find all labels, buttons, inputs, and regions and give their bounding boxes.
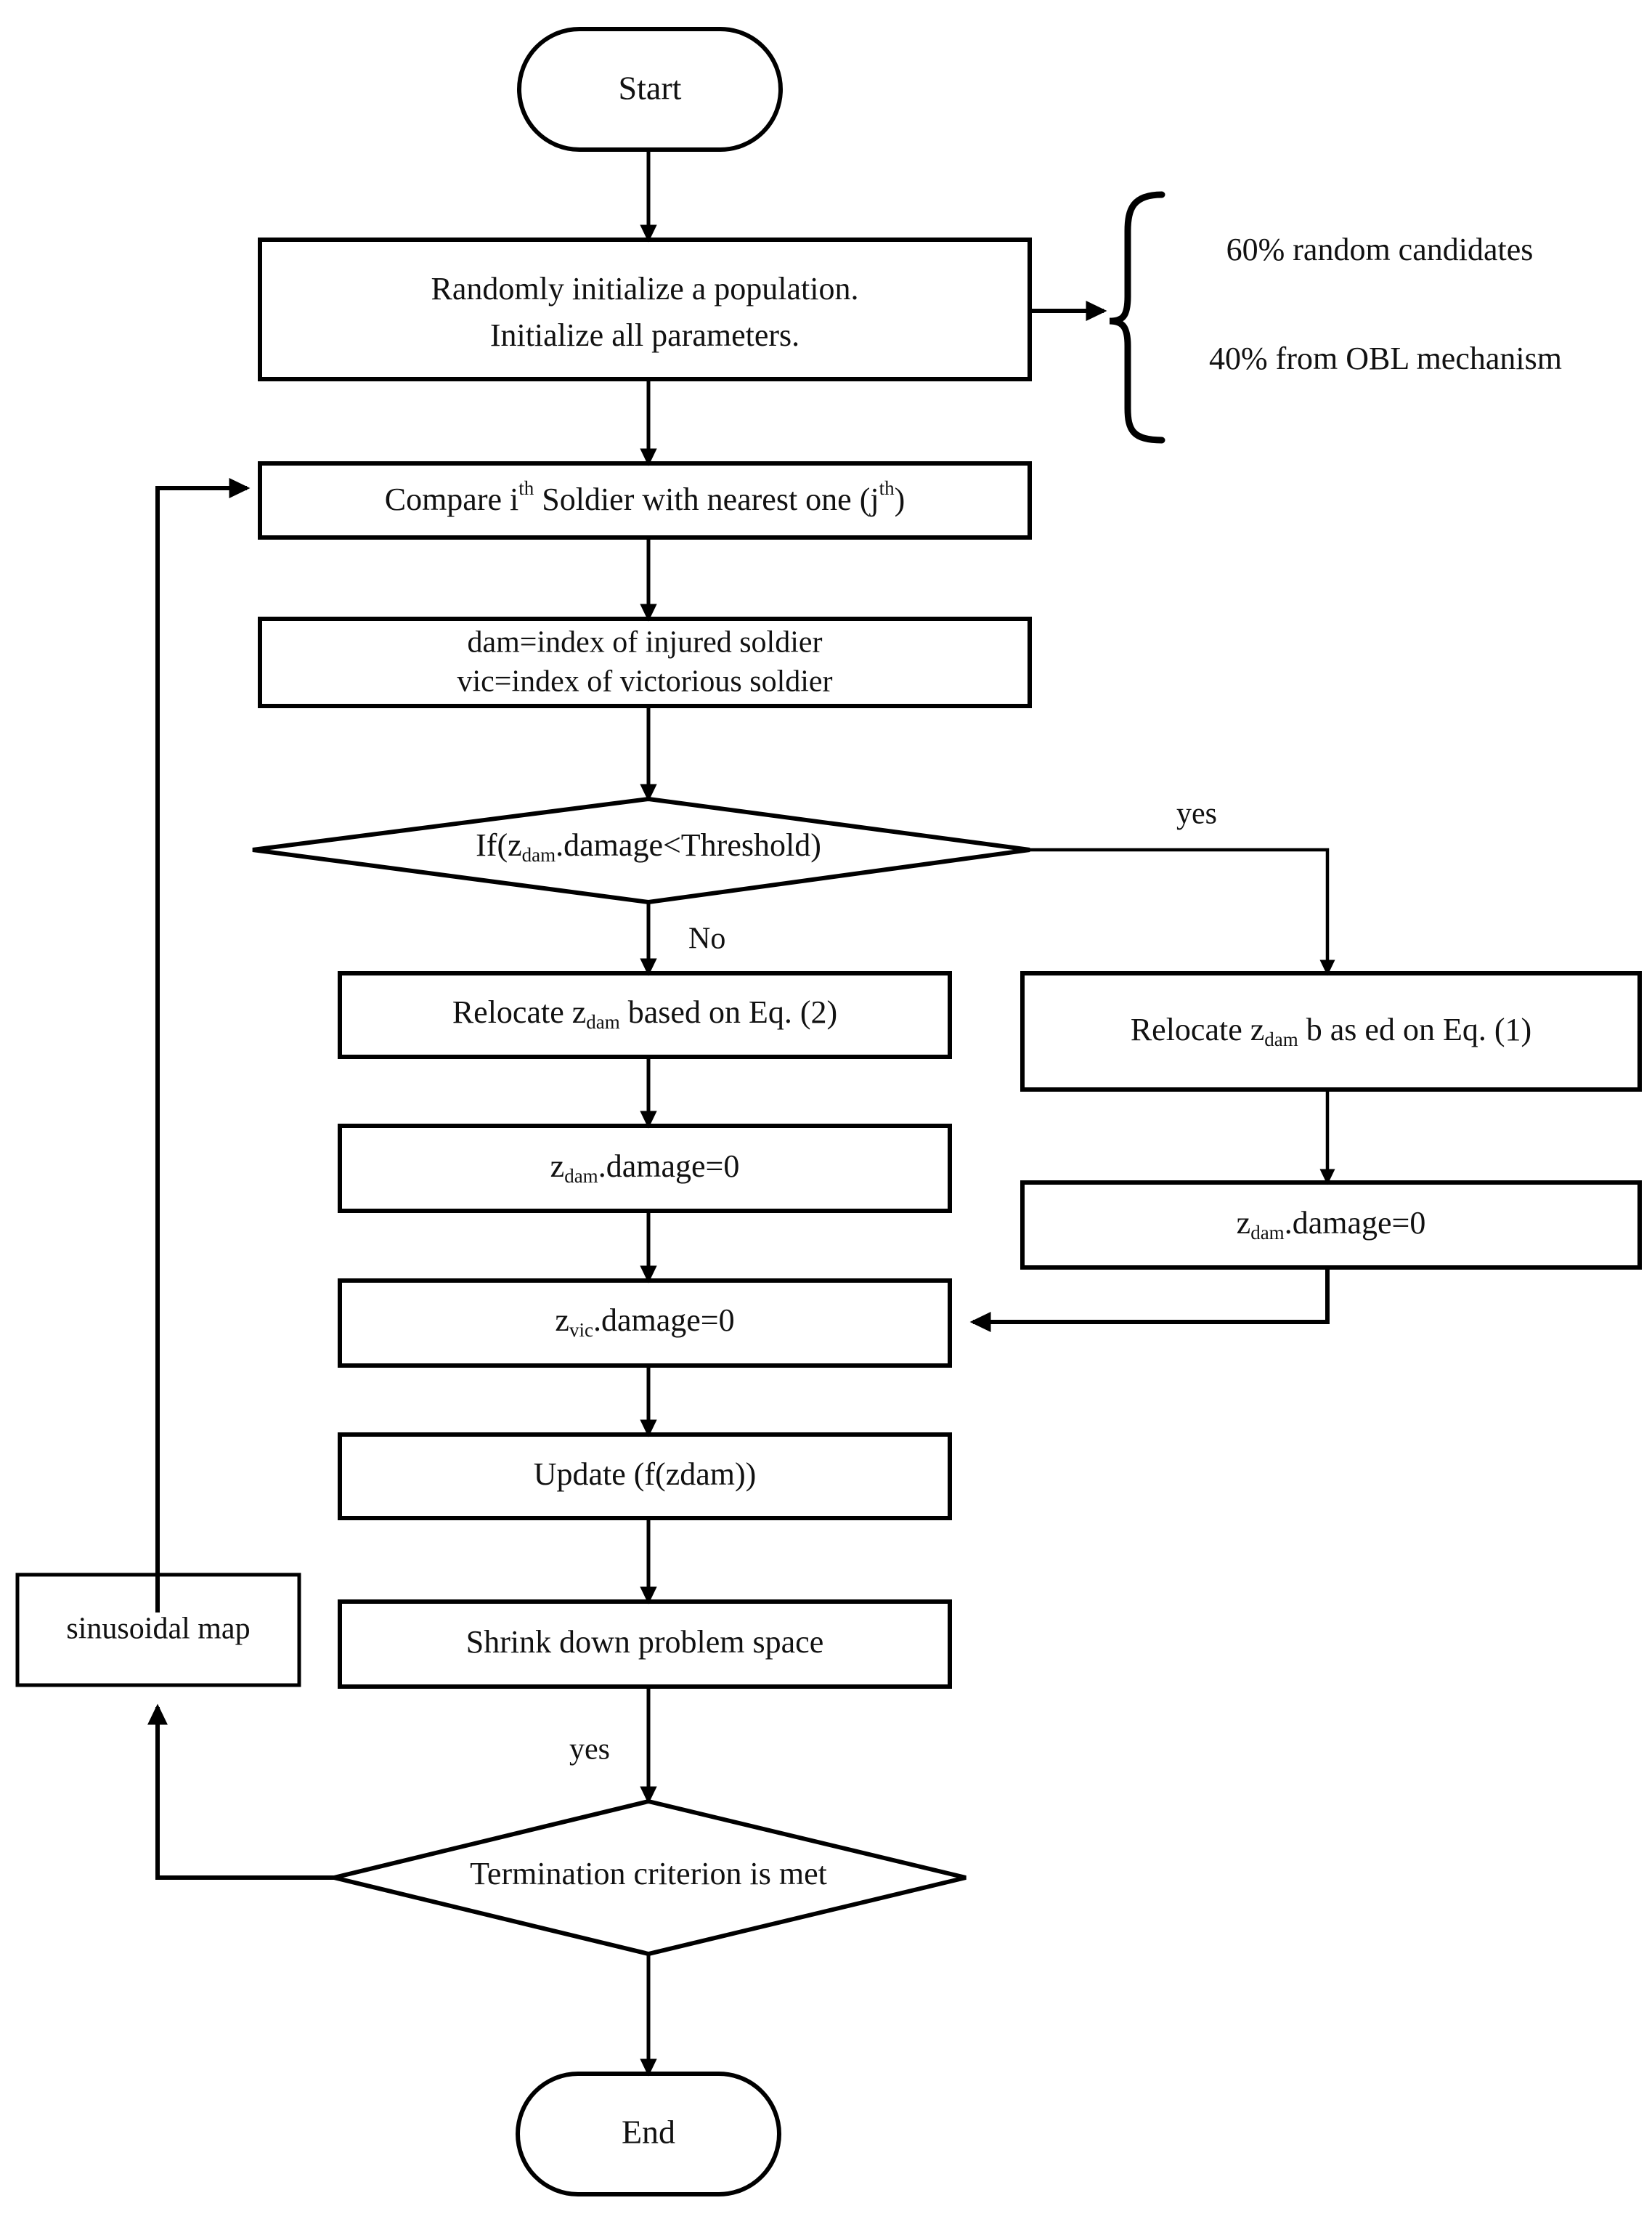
node-start-label: Start (619, 70, 682, 107)
viczero-prefix: z (555, 1302, 569, 1338)
node-end[interactable] (516, 2072, 781, 2196)
node-init-line1: Randomly initialize a population. (431, 271, 859, 307)
node-vic-damage-zero-label: zvic.damage=0 (555, 1302, 734, 1341)
edge-sinusoidal-to-compare (155, 477, 251, 1612)
edge-decision-yes (1030, 848, 1335, 976)
node-compare-sup2: th (879, 477, 895, 499)
node-shrink[interactable] (338, 1599, 952, 1689)
node-end-label: End (622, 2114, 675, 2151)
node-relocate-eq1-label: Relocate zdam b as ed on Eq. (1) (1131, 1012, 1531, 1050)
edge-label-yes-termination: yes (569, 1733, 610, 1766)
node-dam-damage-zero-left-label: zdam.damage=0 (550, 1148, 740, 1187)
node-compare-label: Compare ith Soldier with nearest one (jt… (385, 477, 906, 517)
edge-damzero-right-merge (969, 1267, 1330, 1333)
edge-termination-to-sinusoidal (147, 1703, 334, 1880)
node-compare-suffix: ) (895, 482, 906, 517)
node-compare-mid: Soldier with nearest one (j (534, 482, 879, 517)
decision-sub: dam (522, 844, 556, 866)
node-start[interactable] (517, 27, 783, 152)
node-indices-line2: vic=index of victorious soldier (457, 665, 832, 699)
damzero-right-suffix: .damage=0 (1285, 1205, 1426, 1241)
node-relocate-eq1[interactable] (1020, 971, 1642, 1092)
annotation-obl-mechanism: 40% from OBL mechanism (1209, 341, 1562, 376)
damzero-left-suffix: .damage=0 (598, 1148, 740, 1184)
relocate-eq2-sub: dam (586, 1011, 620, 1033)
relocate-eq1-sub: dam (1264, 1029, 1298, 1050)
node-indices-line1: dam=index of injured soldier (467, 626, 822, 660)
edge-label-yes-threshold: yes (1176, 798, 1217, 831)
damzero-left-sub: dam (564, 1165, 598, 1187)
node-relocate-eq2[interactable] (338, 971, 952, 1059)
viczero-suffix: .damage=0 (593, 1302, 735, 1338)
node-shrink-label: Shrink down problem space (466, 1624, 823, 1660)
node-update-label: Update (f(zdam)) (534, 1456, 757, 1492)
decision-suffix: .damage<Threshold) (556, 827, 821, 863)
damzero-right-sub: dam (1250, 1222, 1285, 1244)
node-dam-damage-zero-right-label: zdam.damage=0 (1237, 1205, 1426, 1244)
damzero-left-prefix: z (550, 1148, 565, 1184)
node-compare-sup1: th (518, 477, 534, 499)
node-vic-damage-zero[interactable] (338, 1278, 952, 1368)
decision-prefix: If(z (476, 827, 522, 863)
node-init-line2: Initialize all parameters. (490, 317, 799, 353)
node-compare-prefix: Compare i (385, 482, 519, 517)
brace-icon (1109, 191, 1165, 444)
node-update[interactable] (338, 1432, 952, 1520)
relocate-eq2-prefix: Relocate z (452, 994, 586, 1030)
node-relocate-eq2-label: Relocate zdam based on Eq. (2) (452, 994, 837, 1033)
damzero-right-prefix: z (1237, 1205, 1251, 1241)
node-compare[interactable] (258, 461, 1032, 540)
node-dam-damage-zero-left[interactable] (338, 1124, 952, 1213)
relocate-eq1-prefix: Relocate z (1131, 1012, 1264, 1047)
node-termination-label: Termination criterion is met (470, 1856, 827, 1891)
relocate-eq2-suffix: based on Eq. (2) (620, 994, 837, 1030)
node-indices[interactable] (258, 617, 1032, 708)
node-init[interactable] (258, 238, 1032, 381)
node-decision-threshold[interactable] (252, 796, 1030, 905)
relocate-eq1-suffix: b as ed on Eq. (1) (1298, 1012, 1531, 1047)
node-decision-threshold-label: If(zdam.damage<Threshold) (476, 827, 821, 866)
node-sinusoidal-map[interactable] (15, 1573, 301, 1687)
viczero-sub: vic (569, 1319, 593, 1341)
node-termination[interactable] (333, 1798, 967, 1957)
annotation-random-candidates: 60% random candidates (1226, 232, 1534, 267)
node-sinusoidal-map-label: sinusoidal map (66, 1612, 250, 1646)
node-dam-damage-zero-right[interactable] (1020, 1180, 1642, 1270)
edge-label-no-threshold: No (688, 922, 725, 956)
